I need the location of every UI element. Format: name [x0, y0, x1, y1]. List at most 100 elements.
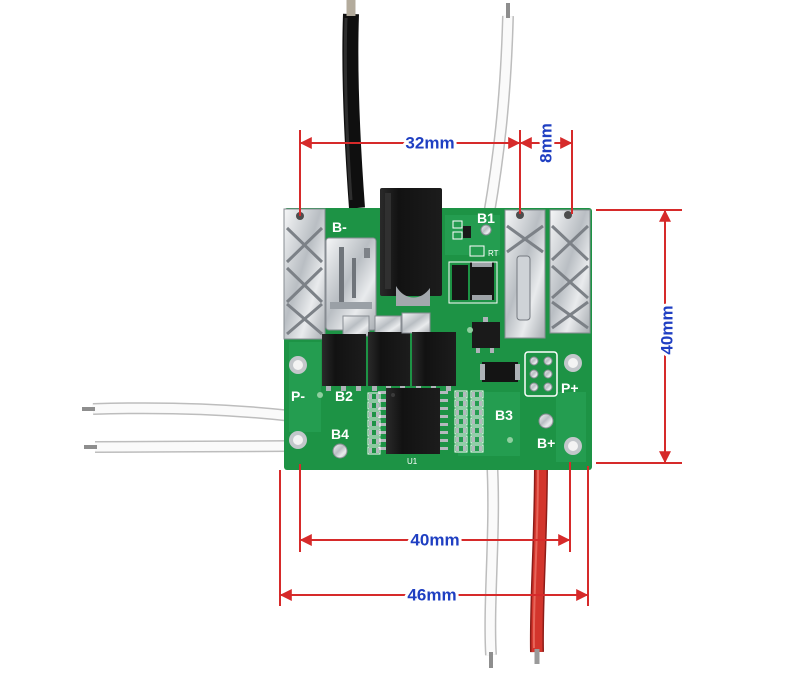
via — [507, 437, 513, 443]
smd-outline — [470, 444, 484, 453]
ic-u1 — [378, 388, 448, 454]
dimension-hole-spacing: 40mm — [299, 462, 571, 553]
smd-resistor — [470, 390, 484, 399]
ic-pin — [440, 423, 448, 426]
dimension-label-board-height: 40mm — [658, 305, 677, 354]
smd-pad — [463, 437, 466, 442]
b4-pad — [332, 443, 348, 459]
label-b-minus: B- — [332, 219, 347, 235]
label-b2: B2 — [335, 388, 353, 404]
mounting-hole-upper-left — [289, 356, 307, 374]
smd-resistor — [470, 417, 484, 426]
mounting-hole-lower-left — [289, 431, 307, 449]
smd-resistor — [470, 444, 484, 453]
b-plus-pad — [538, 413, 554, 429]
mounting-hole-upper-right — [564, 354, 582, 372]
smd-resistor — [470, 408, 484, 417]
smd-pad — [376, 430, 379, 435]
smd-pad — [369, 403, 372, 408]
smd-pad — [369, 448, 372, 453]
smd-resistor — [470, 426, 484, 435]
smd-pad — [376, 403, 379, 408]
smd-pad — [479, 446, 482, 451]
smd-pad — [463, 410, 466, 415]
dimension-overall-width: 46mm — [279, 466, 589, 608]
smd-outline — [367, 392, 381, 401]
black-wire — [342, 0, 365, 209]
copper-pour — [445, 215, 500, 255]
dimension-board-height: 40mm — [596, 209, 682, 464]
label-b3: B3 — [495, 407, 513, 423]
ic-pin — [440, 431, 448, 434]
smd-array-left — [367, 392, 381, 455]
smd-pad — [472, 437, 475, 442]
battery-terminal-right — [549, 209, 591, 334]
smd-pad — [479, 401, 482, 406]
smd-pad — [376, 421, 379, 426]
smd-fuse — [480, 362, 520, 382]
smd-outline — [367, 410, 381, 419]
smd-outline — [454, 408, 468, 417]
pcb-board: B- B1 P- B2 B4 B3 P+ B+ U1 RT — [283, 188, 592, 470]
smd-pad — [479, 410, 482, 415]
smd-pad — [376, 448, 379, 453]
smd-pad — [472, 446, 475, 451]
sot-transistor — [472, 317, 500, 353]
smd-resistor — [367, 428, 381, 437]
smd-outline — [367, 401, 381, 410]
smd-outline — [454, 390, 468, 399]
smd-pad — [376, 394, 379, 399]
smd-resistor — [367, 410, 381, 419]
smd-array-right — [454, 390, 484, 453]
mosfet-1 — [322, 315, 370, 391]
solder-joint — [396, 286, 430, 306]
smd-pad — [463, 419, 466, 424]
label-p-minus: P- — [291, 388, 305, 404]
smd-resistor — [454, 399, 468, 408]
label-b4: B4 — [331, 426, 349, 442]
smd-outline — [470, 417, 484, 426]
smd-outline — [470, 435, 484, 444]
ic-pin — [378, 439, 386, 442]
smd-outline — [454, 399, 468, 408]
smd-pad — [376, 439, 379, 444]
white-wire-left-lower — [84, 440, 293, 453]
smd-resistor — [367, 437, 381, 446]
smd-pad — [369, 430, 372, 435]
smd-resistor — [367, 401, 381, 410]
label-u1: U1 — [407, 457, 418, 466]
b1-pad — [480, 224, 492, 236]
ic-pin — [440, 415, 448, 418]
smd-pad — [456, 410, 459, 415]
smd-resistor — [454, 390, 468, 399]
smd-outline — [470, 390, 484, 399]
ic-pin — [440, 447, 448, 450]
ic-pin — [440, 391, 448, 394]
smd-resistor — [454, 435, 468, 444]
smd-outline — [367, 446, 381, 455]
smd-resistor — [454, 444, 468, 453]
dimension-label-hole-spacing: 40mm — [410, 531, 459, 550]
white-wire-top — [483, 3, 514, 216]
smd-pad — [472, 392, 475, 397]
smd-resistor — [367, 392, 381, 401]
label-b1: B1 — [477, 210, 495, 226]
smd-outline — [454, 426, 468, 435]
smd-pad — [456, 419, 459, 424]
smd-pad — [456, 437, 459, 442]
smd-pad — [479, 419, 482, 424]
smd-resistor — [367, 419, 381, 428]
smd-pad — [463, 401, 466, 406]
via — [317, 392, 323, 398]
battery-terminal-middle — [504, 209, 546, 339]
smd-outline — [470, 426, 484, 435]
smd-pad — [472, 428, 475, 433]
via — [467, 327, 473, 333]
smd-pad — [456, 392, 459, 397]
smd-pad — [369, 439, 372, 444]
smd-pad — [463, 446, 466, 451]
white-wire-left-upper — [82, 402, 293, 422]
smd-pad — [479, 392, 482, 397]
